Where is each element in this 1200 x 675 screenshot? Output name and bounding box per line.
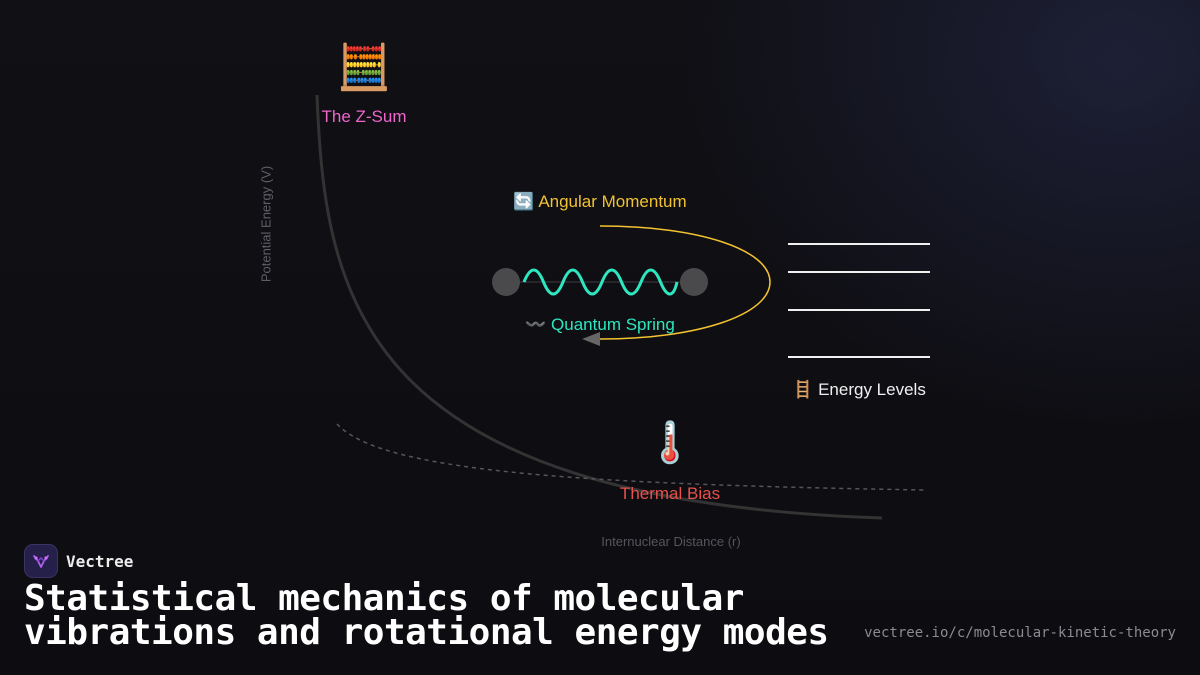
x-axis-label: Internuclear Distance (r) bbox=[601, 534, 741, 549]
energy-levels-label: 🪜 Energy Levels bbox=[792, 380, 926, 400]
page-title: Statistical mechanics of molecular vibra… bbox=[24, 578, 829, 653]
angular-momentum-orbit bbox=[599, 225, 771, 340]
angular-momentum-label: 🔄 Angular Momentum bbox=[513, 192, 686, 212]
thermometer-icon: 🌡️ bbox=[645, 421, 695, 465]
vectree-logo-mark bbox=[33, 555, 49, 568]
zsum-label: The Z-Sum bbox=[321, 107, 407, 126]
quantum-spring-label: 〰️ Quantum Spring bbox=[525, 315, 675, 335]
orbit-arrowhead bbox=[582, 332, 600, 346]
brand: Vectree bbox=[24, 544, 133, 578]
atom-left bbox=[492, 268, 520, 296]
atom-right bbox=[680, 268, 708, 296]
thermal-distribution-curve bbox=[336, 423, 926, 491]
y-axis-label: Potential Energy (V) bbox=[258, 165, 274, 283]
quantum-spring-text: Quantum Spring bbox=[551, 315, 675, 334]
rotation-arrows-icon: 🔄 bbox=[513, 192, 535, 211]
quantum-spring-wave bbox=[522, 268, 679, 296]
brand-name: Vectree bbox=[66, 551, 134, 571]
abacus-icon: 🧮 bbox=[336, 43, 392, 92]
source-url[interactable]: vectree.io/c/molecular-kinetic-theory bbox=[864, 625, 1176, 641]
thermal-bias-label: Thermal Bias bbox=[619, 484, 721, 503]
potential-energy-curve bbox=[315, 94, 883, 520]
wavy-dash-icon: 〰️ bbox=[525, 315, 547, 334]
angular-momentum-text: Angular Momentum bbox=[538, 192, 687, 211]
ladder-icon: 🪜 bbox=[792, 380, 814, 399]
energy-levels-text: Energy Levels bbox=[818, 380, 926, 399]
vectree-logo-icon bbox=[24, 544, 58, 578]
